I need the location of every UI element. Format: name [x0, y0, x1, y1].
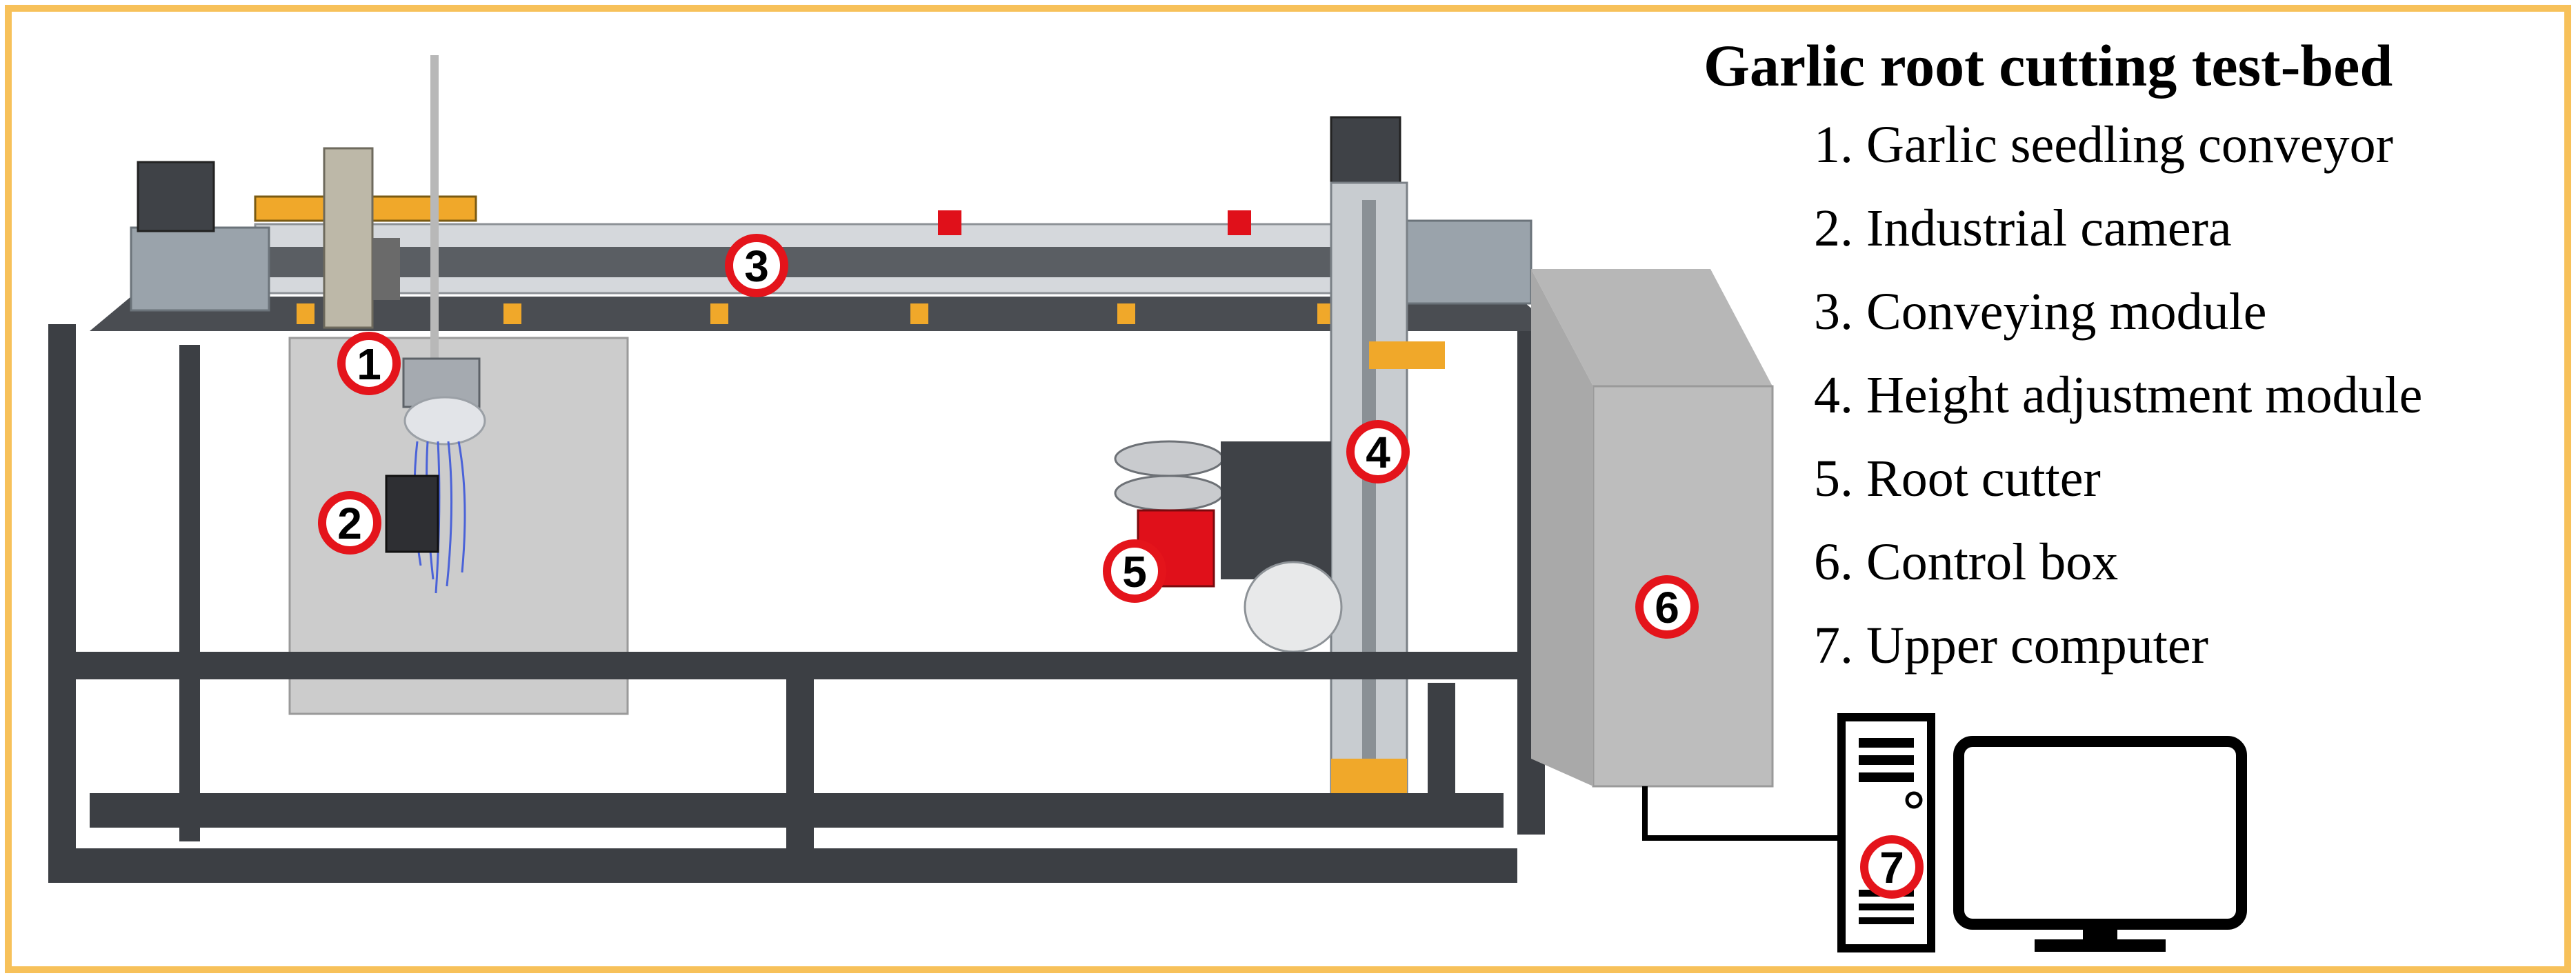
- svg-text:4: 4: [1366, 428, 1390, 477]
- marker-2: 2: [318, 491, 381, 555]
- carriage-plate: [323, 147, 374, 329]
- monitor-stand-base: [2035, 939, 2166, 952]
- marker-5: 5: [1103, 539, 1166, 603]
- component-markers: 1 2 3 4 5 6 7: [318, 234, 1924, 899]
- beam-end-left: [130, 226, 270, 312]
- marker-1: 1: [337, 332, 401, 395]
- cutter-arm: [1221, 441, 1331, 579]
- component-item: 1. Garlic seedling conveyor: [1814, 116, 2393, 174]
- top-frame-back: [90, 297, 1559, 331]
- motor-right: [1330, 116, 1401, 188]
- marker-7: 7: [1860, 835, 1924, 899]
- garlic-bulb: [403, 396, 486, 446]
- height-column-slot: [1362, 200, 1376, 807]
- component-list: 1. Garlic seedling conveyor 2. Industria…: [1704, 103, 2566, 688]
- svg-text:6: 6: [1655, 583, 1679, 632]
- cutter-drive-motor: [1244, 561, 1343, 653]
- control-box-side: [1531, 269, 1593, 786]
- component-item: 4. Height adjustment module: [1814, 366, 2423, 424]
- beam-stopper-2: [1228, 210, 1251, 235]
- column-bracket: [1369, 341, 1445, 369]
- beam-stopper-1: [938, 210, 961, 235]
- computer-tower: [1837, 713, 1935, 952]
- beam-end-right: [1406, 219, 1532, 305]
- svg-text:2: 2: [337, 499, 362, 548]
- control-box-top: [1531, 269, 1773, 386]
- svg-text:3: 3: [744, 241, 769, 291]
- lower-frame: [48, 324, 1545, 883]
- component-item: 7. Upper computer: [1814, 617, 2208, 675]
- carriage-block: [372, 238, 400, 300]
- svg-text:1: 1: [357, 339, 381, 389]
- svg-text:7: 7: [1879, 843, 1904, 892]
- svg-text:5: 5: [1122, 547, 1147, 597]
- power-button-icon: [1905, 791, 1923, 809]
- component-legend: Garlic root cutting test-bed 1. Garlic s…: [1704, 28, 2566, 688]
- marker-6: 6: [1635, 575, 1699, 639]
- diagram-title: Garlic root cutting test-bed: [1704, 32, 2393, 99]
- component-item: 3. Conveying module: [1814, 283, 2267, 341]
- motor-left: [137, 161, 215, 232]
- industrial-camera: [385, 475, 439, 553]
- cutter-blade-bottom: [1114, 475, 1224, 512]
- conveyor-beam-slot: [255, 247, 1359, 277]
- machine-illustration: [48, 55, 2247, 952]
- marker-3: 3: [725, 234, 788, 297]
- component-item: 6. Control box: [1814, 533, 2119, 591]
- beam-hooks: [297, 303, 1335, 324]
- component-item: 5. Root cutter: [1814, 450, 2101, 508]
- marker-4: 4: [1346, 420, 1410, 483]
- cutter-blade-top: [1114, 440, 1224, 477]
- control-cable: [1642, 786, 1841, 841]
- component-item: 2. Industrial camera: [1814, 199, 2232, 257]
- computer-monitor: [1953, 736, 2247, 930]
